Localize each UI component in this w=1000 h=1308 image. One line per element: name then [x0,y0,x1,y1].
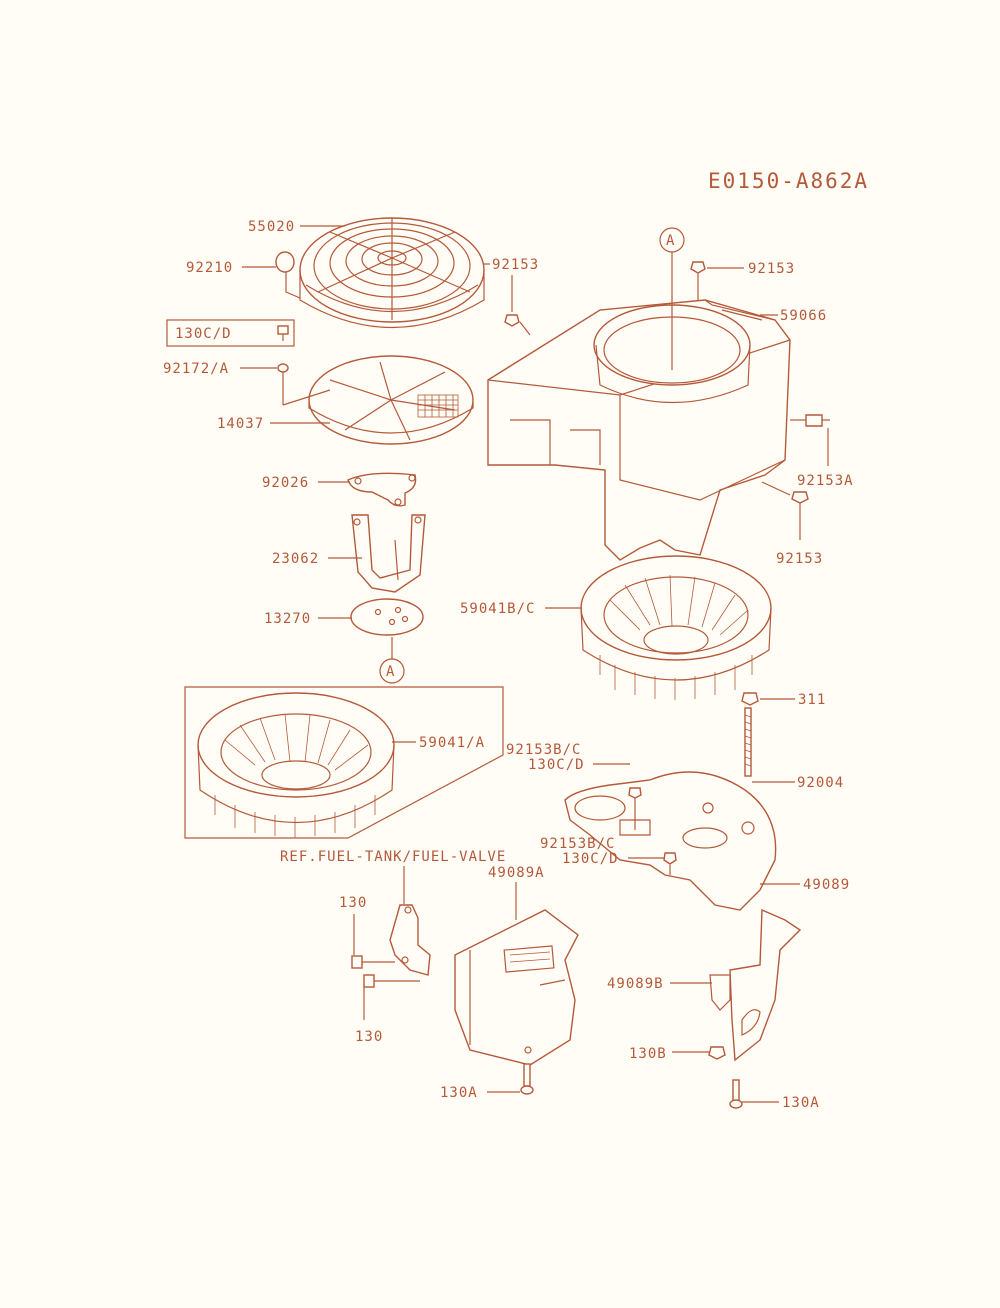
bolt-92153A [805,414,830,427]
label-59066: 59066 [780,308,827,324]
label-23062: 23062 [272,551,319,567]
callout-a-lower: A [386,664,395,680]
label-130-top: 130 [339,895,367,911]
label-92004: 92004 [797,775,844,791]
screw-92172 [277,363,289,380]
callout-a-top: A [666,233,675,249]
bracket-23062 [351,514,426,593]
flywheel-59041a [197,692,395,838]
shroud-plate-49089 [564,771,777,911]
label-130cd-1: 130C/D [528,757,585,773]
screw-130cd-boxed [277,325,289,341]
bolt-130-top [351,955,395,969]
cap-92210 [275,251,301,299]
cover-49089a [454,909,579,1066]
label-92210: 92210 [186,260,233,276]
label-130b: 130B [629,1046,667,1062]
label-311: 311 [798,692,826,708]
blower-housing-59066 [487,299,791,561]
cover-49089b [709,908,802,1062]
bolt-130cd-1 [628,787,642,830]
label-130cd-boxed: 130C/D [175,326,232,342]
nut-130b [708,1046,726,1060]
label-49089a: 49089A [488,865,545,881]
bracket-fuel-tank [389,904,431,976]
label-92153-top-right: 92153 [748,261,795,277]
ref-note: REF.FUEL-TANK/FUEL-VALVE [280,849,506,865]
label-14037: 14037 [217,416,264,432]
label-130a-right: 130A [782,1095,820,1111]
label-49089b: 49089B [607,976,664,992]
label-130cd-2: 130C/D [562,851,619,867]
fan-disc-14037 [308,355,474,445]
label-59041a: 59041/A [419,735,485,751]
bolt-92153-right [791,491,809,504]
label-130a-left: 130A [440,1085,478,1101]
screen-55020 [299,217,485,328]
label-59041bc: 59041B/C [460,601,535,617]
label-13270: 13270 [264,611,311,627]
flywheel-frame [184,686,504,839]
nut-311 [741,692,759,706]
bolt-130-bottom [363,974,420,988]
plate-92026 [347,472,417,507]
label-55020: 55020 [248,219,295,235]
label-92153-right: 92153 [776,551,823,567]
bolt-130cd-2 [663,852,677,865]
diagram-code: E0150-A862A [708,169,869,193]
label-92153bc-2: 92153B/C [540,836,615,852]
label-49089: 49089 [803,877,850,893]
label-92153bc-1: 92153B/C [506,742,581,758]
bolt-92153-top-left [504,314,520,327]
bolt-130a-right [729,1079,743,1109]
label-130-bottom: 130 [355,1029,383,1045]
bolt-130a-left [520,1063,534,1095]
bolt-92153-top-right [690,261,706,300]
boxed-label-frame [166,319,295,347]
label-92153a: 92153A [797,473,854,489]
leader-lines [240,225,829,1103]
stud-92004 [744,707,752,777]
label-92172a: 92172/A [163,361,229,377]
label-92026: 92026 [262,475,309,491]
label-92153-top-left: 92153 [492,257,539,273]
disc-13270 [350,598,424,636]
flywheel-59041bc [580,555,772,700]
